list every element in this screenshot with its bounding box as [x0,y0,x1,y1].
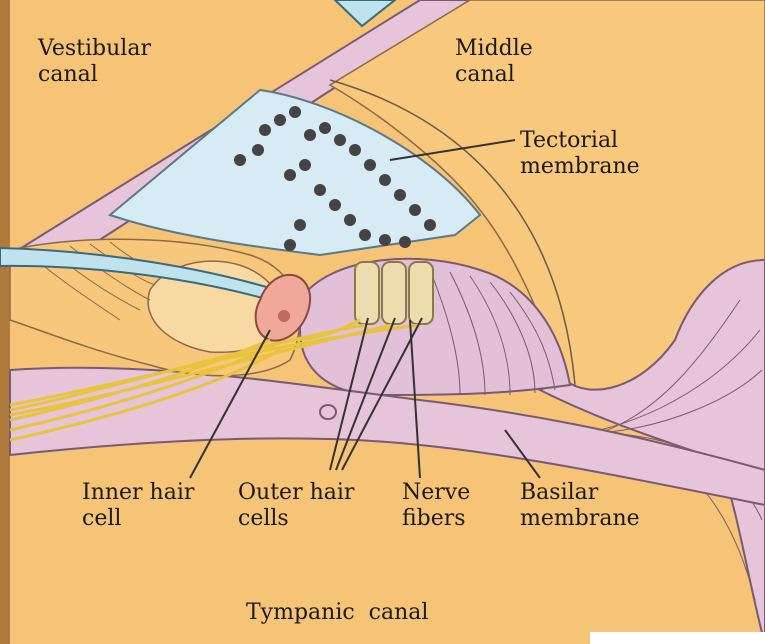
outer-hair-cell-2 [382,262,406,324]
middle-line1: Middle [455,36,533,62]
tympanic-canal-label: Tympanic canal [246,600,428,626]
tectorial-line1: Tectorial [520,128,640,154]
outer-hair-line1: Outer hair [238,480,354,506]
middle-line2: canal [455,62,533,88]
outer-hair-line2: cells [238,506,354,532]
outer-hair-cell-3 [409,262,433,324]
corner-patch [590,632,765,644]
spiral-ganglion-cell [320,405,336,419]
outer-hair-cell-1 [355,262,379,324]
inner-hair-line2: cell [82,506,194,532]
inner-hair-line1: Inner hair [82,480,194,506]
tectorial-membrane-label: Tectorial membrane [520,128,640,180]
nerve-fibers-label: Nerve fibers [402,480,470,532]
basilar-line2: membrane [520,506,640,532]
vestibular-canal-label: Vestibular canal [38,36,151,88]
nerve-line2: fibers [402,506,470,532]
inner-hair-cell-label: Inner hair cell [82,480,194,532]
middle-canal-label: Middle canal [455,36,533,88]
tympanic-text: Tympanic canal [246,600,428,625]
basilar-membrane-label: Basilar membrane [520,480,640,532]
left-frame-edge [0,0,10,644]
nerve-line1: Nerve [402,480,470,506]
outer-hair-cells-label: Outer hair cells [238,480,354,532]
basilar-line1: Basilar [520,480,640,506]
vestibular-line2: canal [38,62,151,88]
vestibular-line1: Vestibular [38,36,151,62]
tectorial-line2: membrane [520,154,640,180]
